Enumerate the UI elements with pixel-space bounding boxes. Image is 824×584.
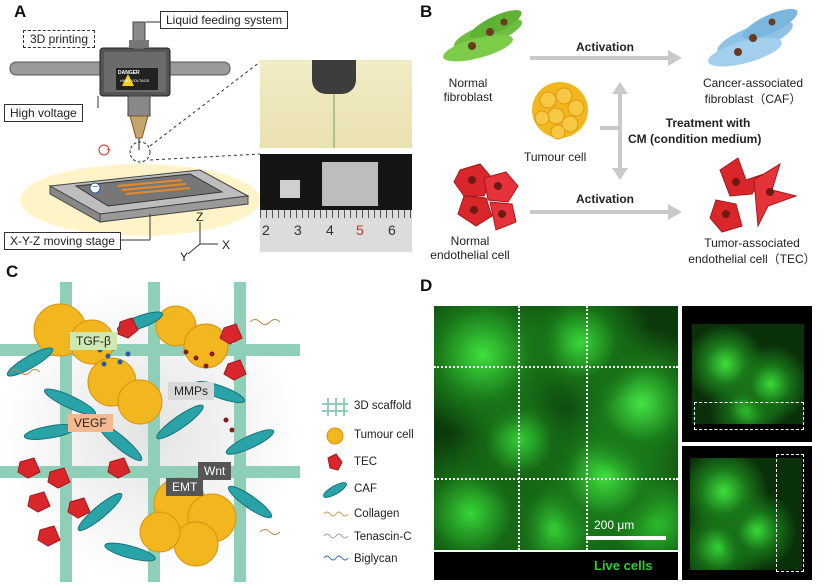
legend-label-tumour: Tumour cell [354, 429, 414, 441]
ruler-num-5: 5 [356, 222, 364, 238]
fluorescence-3d-top [682, 306, 812, 442]
tumour-cell-icon [326, 427, 344, 445]
caf-icon [323, 482, 347, 498]
ruler-ticks [260, 210, 412, 218]
panel-b-illustration [443, 8, 798, 233]
legend-label-tenascin: Tenascin-C [354, 531, 412, 543]
caf-label: Cancer-associated fibroblast（CAF） [702, 76, 804, 106]
jet-filament [333, 94, 335, 148]
panel-d-letter: D [420, 276, 433, 295]
ruler-num-3: 3 [294, 222, 302, 238]
scale-bar [586, 536, 666, 540]
scaffold-sample-small [280, 180, 300, 198]
normal-endothelial-icon [453, 163, 519, 231]
scale-bar-label: 200 μm [594, 518, 635, 532]
live-cells-bar: Live cells [434, 552, 678, 580]
negative-charge-icon: − [92, 182, 98, 193]
activation-bottom-label: Activation [576, 192, 635, 206]
biglycan-icon [323, 555, 349, 561]
normal-endothelial-label: Normal endothelial cell [430, 234, 510, 262]
axis-x-label: X [222, 238, 231, 252]
ruler-num-2: 2 [262, 222, 270, 238]
caf-icon [708, 8, 798, 67]
fluorescence-3d-bottom [682, 446, 812, 580]
scaffold-icon [322, 398, 348, 416]
nozzle-photo [260, 60, 412, 148]
scaffold-photo: 2 3 4 5 6 [260, 154, 412, 252]
panel-c-microenvironment [0, 282, 300, 582]
ruler: 2 3 4 5 6 [260, 210, 412, 252]
grid-line-v2 [586, 306, 588, 550]
legend-label-caf: CAF [354, 483, 377, 495]
tec-icon [709, 157, 798, 233]
nozzle-tip [312, 60, 356, 94]
axis-z-label: Z [196, 210, 204, 224]
slice-box-top [694, 402, 804, 430]
treatment-label-2: CM (condition medium) [628, 132, 762, 146]
legend-label-collagen: Collagen [354, 508, 400, 520]
legend-label-scaffold: 3D scaffold [354, 400, 412, 412]
vegf-tag: VEGF [68, 414, 113, 432]
ruler-num-4: 4 [326, 222, 334, 238]
fluorescence-3d-top-texture [692, 324, 804, 424]
feeding-system-label: Liquid feeding system [160, 11, 289, 29]
high-voltage-label: High voltage [4, 104, 83, 122]
fluorescence-main-image: 200 μm [434, 306, 678, 550]
tec-icon [327, 453, 343, 471]
tumour-cluster-icon [532, 82, 588, 140]
axis-y-label: Y [180, 250, 189, 264]
activation-top-label: Activation [576, 40, 635, 54]
fluorescence-texture [434, 306, 678, 550]
scaffold-sample-large [322, 162, 378, 206]
tumour-cell-label: Tumour cell [524, 150, 587, 164]
normal-fibroblast-icon [443, 10, 523, 62]
panel-a-letter: A [14, 2, 27, 21]
slice-box-bottom [776, 454, 804, 572]
ruler-num-6: 6 [388, 222, 396, 238]
fluorescence-3d-bottom-texture [690, 458, 802, 570]
danger-label: DANGER [118, 70, 140, 76]
normal-fibroblast-label: Normal fibroblast [443, 76, 493, 104]
grid-line-v1 [518, 306, 520, 550]
panel-c-legend: 3D scaffold Tumour cell TEC CAF Collagen… [320, 396, 440, 576]
panel-b-letter: B [420, 2, 433, 21]
emt-tag: EMT [166, 478, 204, 496]
legend-icons [322, 398, 349, 561]
collagen-icon [323, 511, 349, 517]
positive-charge-icon: + [106, 145, 112, 155]
legend-label-tec: TEC [354, 456, 377, 468]
mmps-tag: MMPs [168, 382, 214, 400]
wnt-tag: Wnt [198, 462, 232, 480]
tenascin-icon [323, 533, 349, 539]
tec-label: Tumor-associated endothelial cell（TEC） [688, 236, 816, 266]
panel-c-letter: C [6, 262, 19, 281]
grid-line-h1 [434, 366, 678, 368]
tgf-beta-tag: TGF-β [70, 332, 117, 350]
danger-sublabel: HIGH VOLTAGE [120, 78, 150, 83]
panel-a-illustration [9, 21, 261, 255]
live-cells-label: Live cells [594, 558, 653, 573]
grid-line-h2 [434, 478, 678, 480]
printing-label: 3D printing [23, 30, 96, 48]
stage-label: X-Y-Z moving stage [4, 232, 121, 250]
legend-label-biglycan: Biglycan [354, 553, 398, 565]
treatment-label-1: Treatment with [665, 116, 751, 130]
